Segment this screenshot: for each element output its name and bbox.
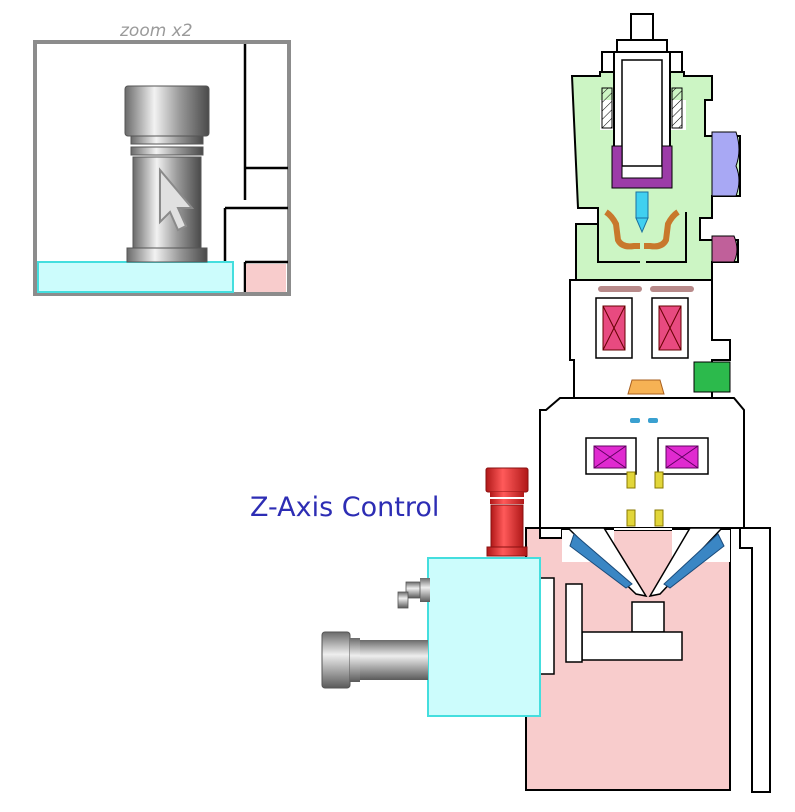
zoom-z-knob [124,85,210,263]
y-axis-knob[interactable] [321,631,428,689]
stage-block [427,557,541,717]
zoom-chamber-fill [246,264,286,292]
x-axis-knob[interactable] [397,578,430,609]
aperture-strip-right [650,286,694,292]
objective-aperture [627,379,665,395]
z-axis-control-label: Z-Axis Control [250,492,440,523]
gun-housing [570,13,741,281]
objective-section [539,397,745,529]
vacuum-port-upper [711,131,740,197]
objective-pole-right [663,533,725,589]
wehnelt-cap [611,145,673,189]
stage-controls [321,467,541,717]
zoom-label: zoom x2 [119,21,193,41]
objective-pole-left [569,533,633,589]
stage-table [581,631,683,661]
vacuum-port-lower [711,235,738,263]
zoom-stage-block [37,261,234,293]
valve-port [693,361,731,393]
anode [604,209,680,250]
aperture-strip-left [598,286,642,292]
filament [635,191,649,219]
zoom-panel [33,40,291,296]
zoom-chamber-wall [223,44,288,292]
z-axis-knob[interactable] [485,467,529,557]
sample-chamber [525,527,771,793]
condenser-section [569,279,731,399]
sample-holder [631,601,665,633]
mouse-cursor-icon [159,167,195,232]
scan-deflectors [626,471,664,527]
